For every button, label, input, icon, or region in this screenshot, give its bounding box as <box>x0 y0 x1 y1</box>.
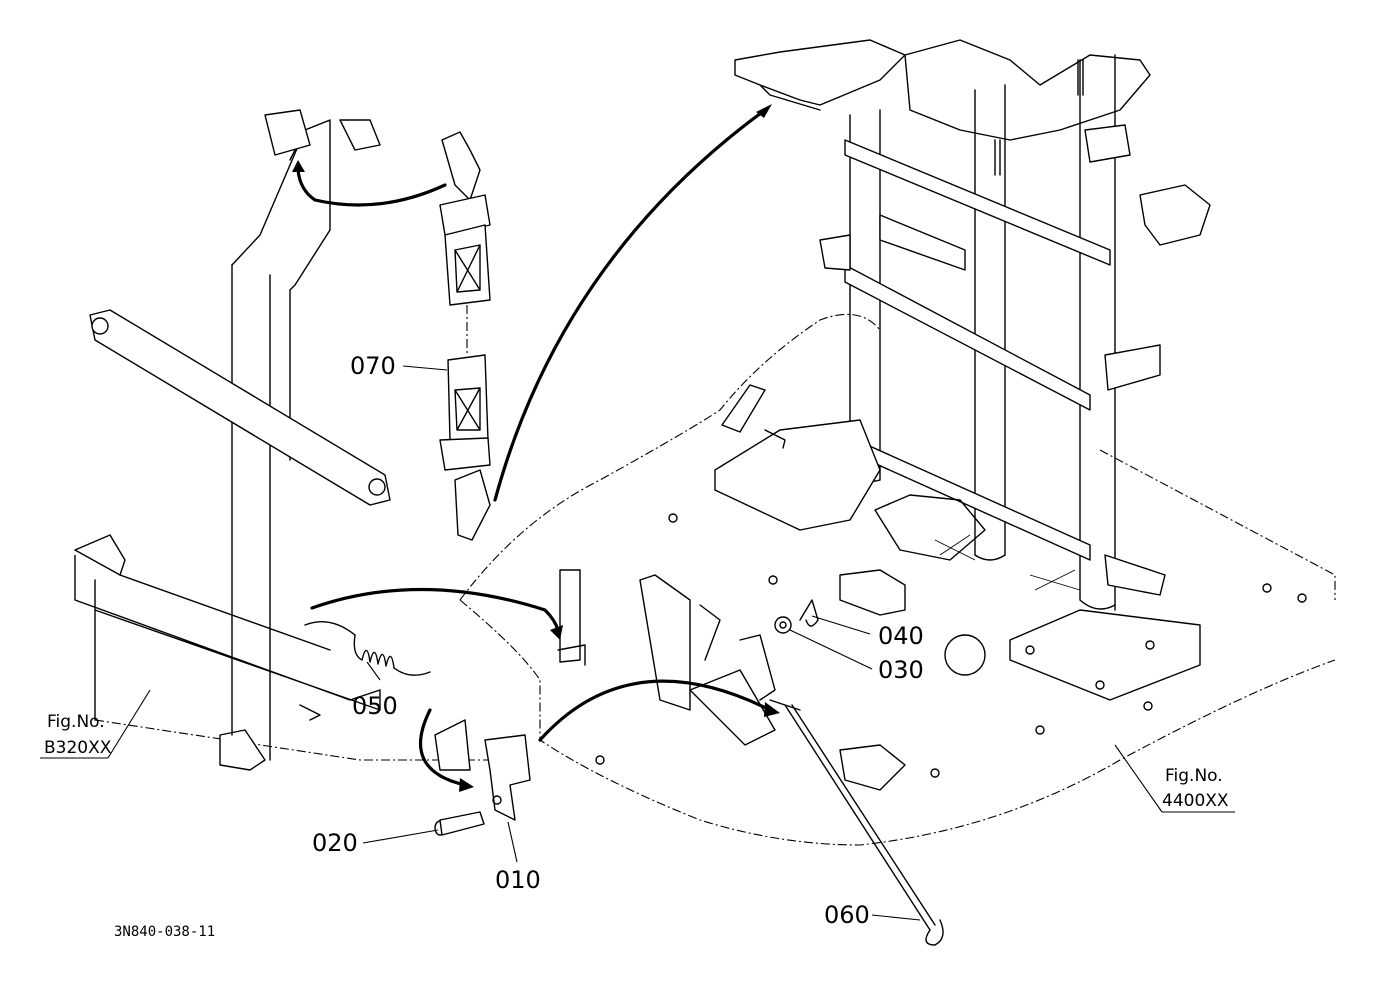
part-020-pin <box>434 811 485 836</box>
crosshatch-cutout <box>934 534 1081 591</box>
callout-010: 010 <box>495 866 541 894</box>
deck-outline <box>459 313 1336 846</box>
part-030-washer <box>774 616 792 634</box>
fig-ref-right-line2: 4400XX <box>1162 791 1229 811</box>
fig-ref-left-line2: B320XX <box>44 738 112 758</box>
seat-frame-assembly <box>714 39 1211 791</box>
leader-lines <box>40 365 1235 921</box>
callout-020: 020 <box>312 829 358 857</box>
part-060-rod <box>769 699 944 946</box>
part-040-r-pin <box>799 599 819 627</box>
callout-060: 060 <box>824 901 870 929</box>
part-010-plate <box>434 719 531 821</box>
part-050-spring <box>304 621 431 676</box>
fig-ref-right-line1: Fig.No. <box>1165 766 1223 786</box>
drawing-code: 3N840-038-11 <box>114 924 215 940</box>
callout-040: 040 <box>878 622 924 650</box>
part-070-strap <box>439 131 491 541</box>
callout-070: 070 <box>350 352 396 380</box>
callout-030: 030 <box>878 656 924 684</box>
callout-050: 050 <box>352 692 398 720</box>
fig-ref-left-line1: Fig.No. <box>47 712 105 732</box>
assembly-arrows <box>292 104 780 792</box>
latch-bracket <box>557 569 776 746</box>
rops-frame-assembly <box>74 109 500 771</box>
